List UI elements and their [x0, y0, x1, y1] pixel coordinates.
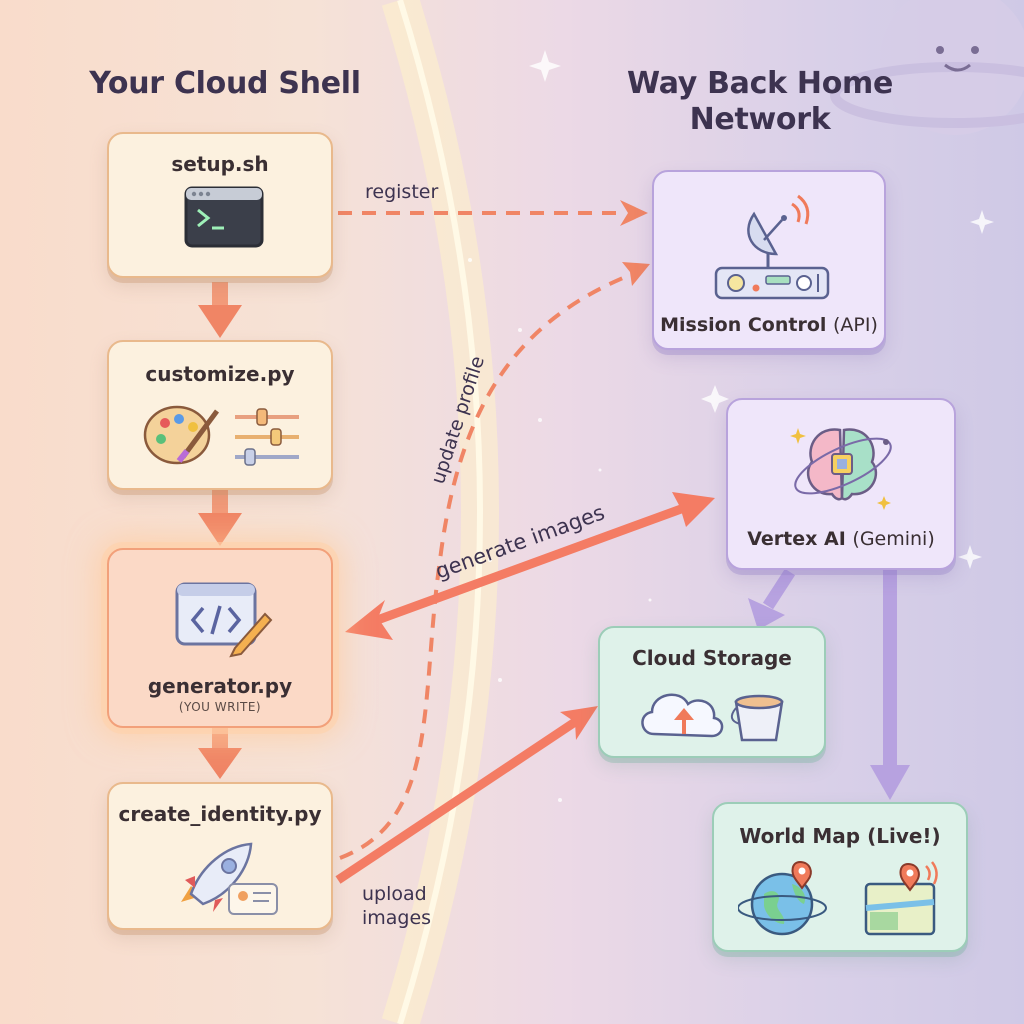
register-label: register [365, 181, 439, 203]
vertex-ai-label: Vertex AI (Gemini) [728, 528, 954, 550]
generate-images-arrow [345, 492, 715, 640]
world-map-label: World Map (Live!) [739, 824, 941, 848]
flow-arrow-generator-identity [198, 728, 242, 779]
world-map-node[interactable]: World Map (Live!) [712, 802, 968, 952]
planet-icon [830, 0, 1024, 135]
upload-label-line1: upload [362, 883, 427, 905]
globe-map-icon [738, 860, 938, 936]
create-identity-py-label: create_identity.py [118, 802, 322, 826]
update-profile-arrow [339, 262, 650, 860]
customize-py-node[interactable]: customize.py [107, 340, 333, 490]
cloud-storage-node[interactable]: Cloud Storage [598, 626, 826, 758]
upload-images-arrow [335, 706, 598, 884]
register-arrow [338, 200, 648, 226]
mission-control-name: Mission Control [660, 314, 827, 336]
satellite-dish-icon [714, 194, 830, 300]
vertex-worldmap-arrow [870, 570, 910, 800]
code-editor-icon [175, 582, 273, 658]
left-column-title: Your Cloud Shell [89, 66, 361, 101]
generator-py-sublabel: (YOU WRITE) [178, 700, 262, 714]
flow-arrow-customize-generator [198, 490, 242, 546]
cloud-storage-label: Cloud Storage [632, 646, 792, 670]
setup-sh-node[interactable]: setup.sh [107, 132, 333, 278]
cloud-upload-icon [641, 693, 784, 742]
mission-control-suffix: (API) [833, 314, 878, 336]
generator-py-node[interactable]: generator.py (YOU WRITE) [107, 548, 333, 728]
vertex-ai-node[interactable]: Vertex AI (Gemini) [726, 398, 956, 570]
palette-icon [143, 405, 299, 466]
vertex-ai-name: Vertex AI [747, 528, 846, 550]
upload-images-label: upload images [362, 882, 462, 930]
mission-control-node[interactable]: Mission Control (API) [652, 170, 886, 350]
terminal-icon [184, 186, 264, 248]
vertex-ai-suffix: (Gemini) [852, 528, 935, 550]
upload-label-line2: images [362, 907, 432, 929]
mission-control-label: Mission Control (API) [654, 314, 884, 336]
create-identity-py-node[interactable]: create_identity.py [107, 782, 333, 930]
right-column-title: Way Back Home Network [626, 66, 894, 137]
rocket-icon [181, 842, 278, 915]
generator-py-label: generator.py [147, 674, 293, 698]
setup-sh-label: setup.sh [171, 152, 269, 176]
customize-py-label: customize.py [145, 362, 295, 386]
vertex-storage-arrow [748, 568, 796, 630]
flow-arrow-setup-customize [198, 282, 242, 338]
ai-brain-icon [790, 428, 892, 510]
